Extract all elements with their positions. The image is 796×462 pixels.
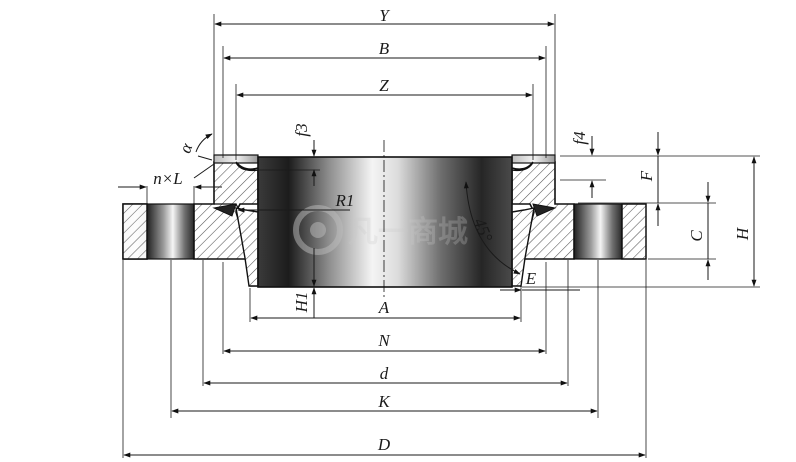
label-f: F — [637, 170, 656, 182]
label-h: H — [733, 226, 752, 241]
right-rim — [621, 203, 647, 260]
extension-lines — [122, 14, 760, 458]
label-d-small: d — [380, 364, 389, 383]
label-n: N — [377, 331, 391, 350]
left-bolt-hole — [146, 203, 195, 260]
label-f3: f3 — [292, 123, 311, 136]
label-z: Z — [379, 76, 389, 95]
label-f4: f4 — [570, 131, 589, 145]
dimension-labels: Y B Z A N d K D R1 E n×L α f3 f4 F C H H… — [153, 6, 752, 454]
label-nxl: n×L — [153, 169, 182, 188]
label-d: D — [377, 435, 391, 454]
label-c: C — [687, 230, 706, 242]
dimension-lines — [118, 21, 757, 458]
label-h1: H1 — [292, 292, 311, 314]
label-alpha: α — [175, 140, 196, 156]
label-a: A — [378, 298, 390, 317]
watermark: 凡一商城 — [293, 205, 468, 255]
label-b: B — [379, 39, 390, 58]
label-e: E — [525, 269, 537, 288]
label-r1: R1 — [335, 191, 355, 210]
watermark-text: 凡一商城 — [348, 215, 468, 250]
label-k: K — [377, 392, 391, 411]
label-y: Y — [379, 6, 390, 25]
right-bolt-hole — [573, 203, 623, 260]
